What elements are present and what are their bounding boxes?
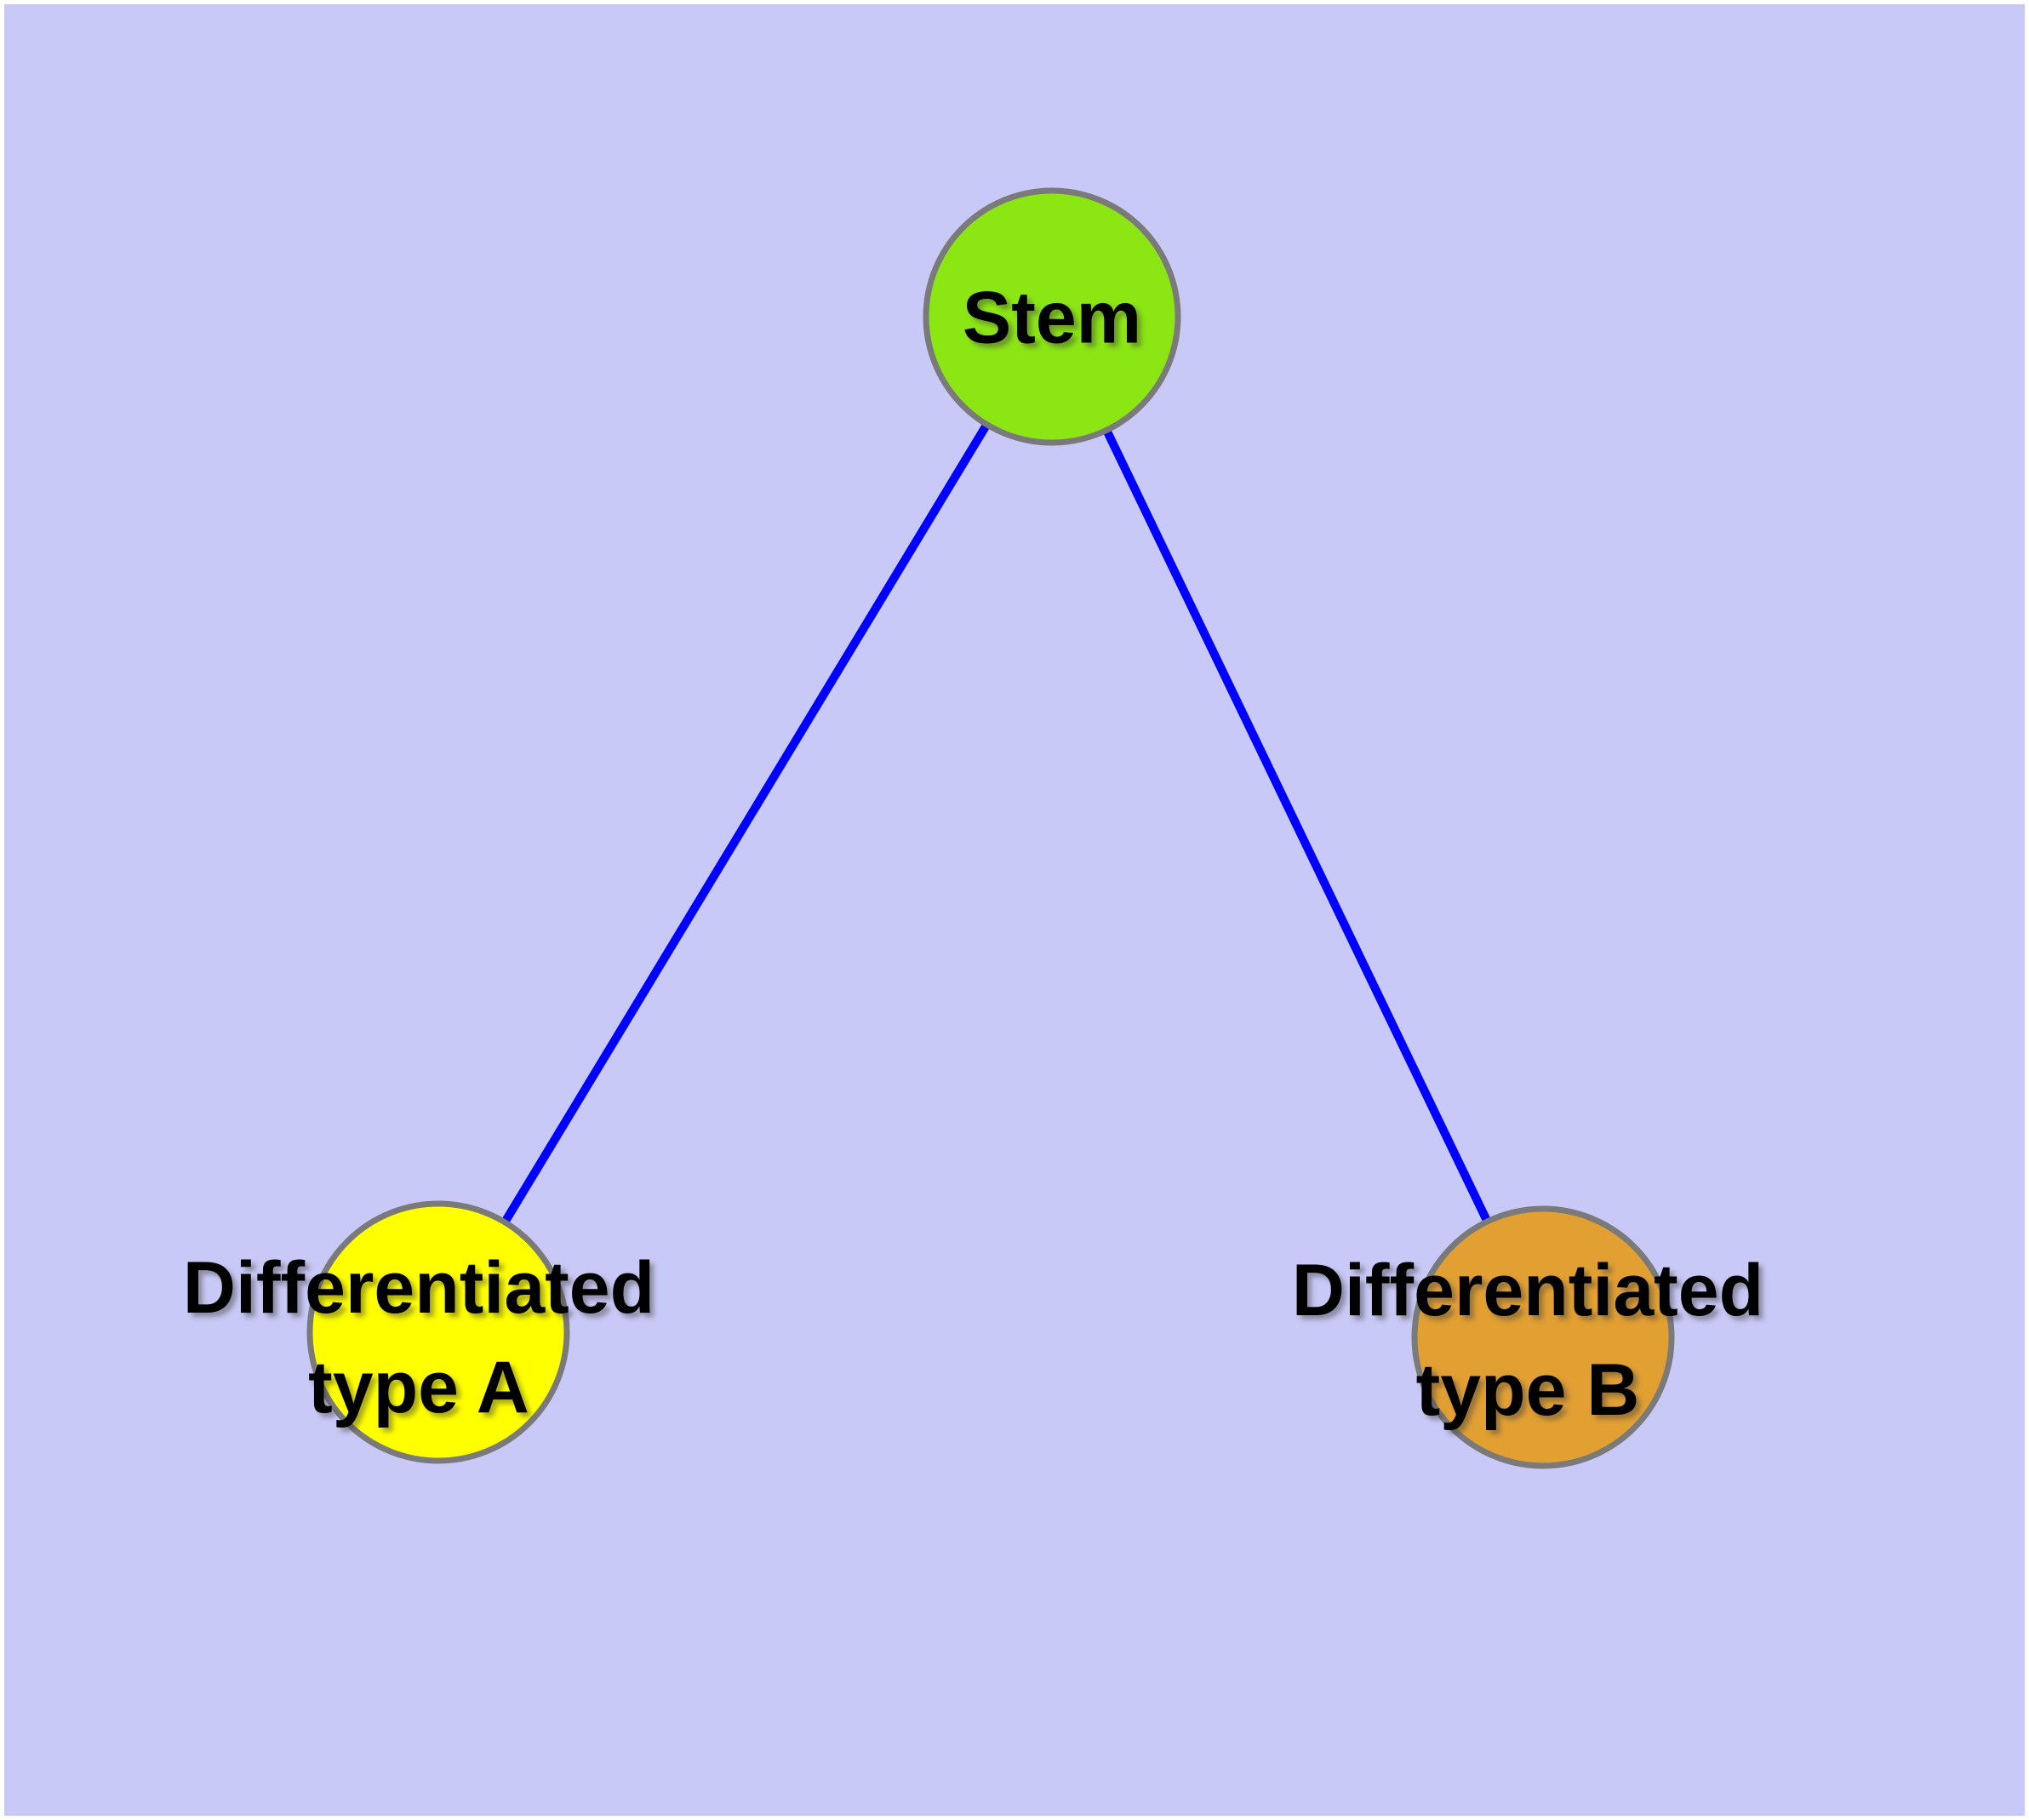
edge-stem-to-type-a xyxy=(434,314,1056,1335)
node-type-a-circle xyxy=(306,1200,570,1464)
node-type-b-circle xyxy=(1411,1205,1675,1469)
node-stem-circle xyxy=(923,187,1181,446)
node-type-a-label-line1: Differentiated xyxy=(182,1247,655,1330)
node-type-b-label-line2: type B xyxy=(1415,1349,1640,1431)
node-type-b-label-line1: Differentiated xyxy=(1291,1250,1764,1332)
node-type-b-label: Differentiated type B xyxy=(1292,1241,1763,1440)
node-type-a-label: Differentiated type A xyxy=(183,1239,654,1438)
node-stem-label: Stem xyxy=(962,277,1142,359)
node-type-a-label-line2: type A xyxy=(308,1347,529,1428)
edge-stem-to-type-b xyxy=(1048,314,1547,1340)
